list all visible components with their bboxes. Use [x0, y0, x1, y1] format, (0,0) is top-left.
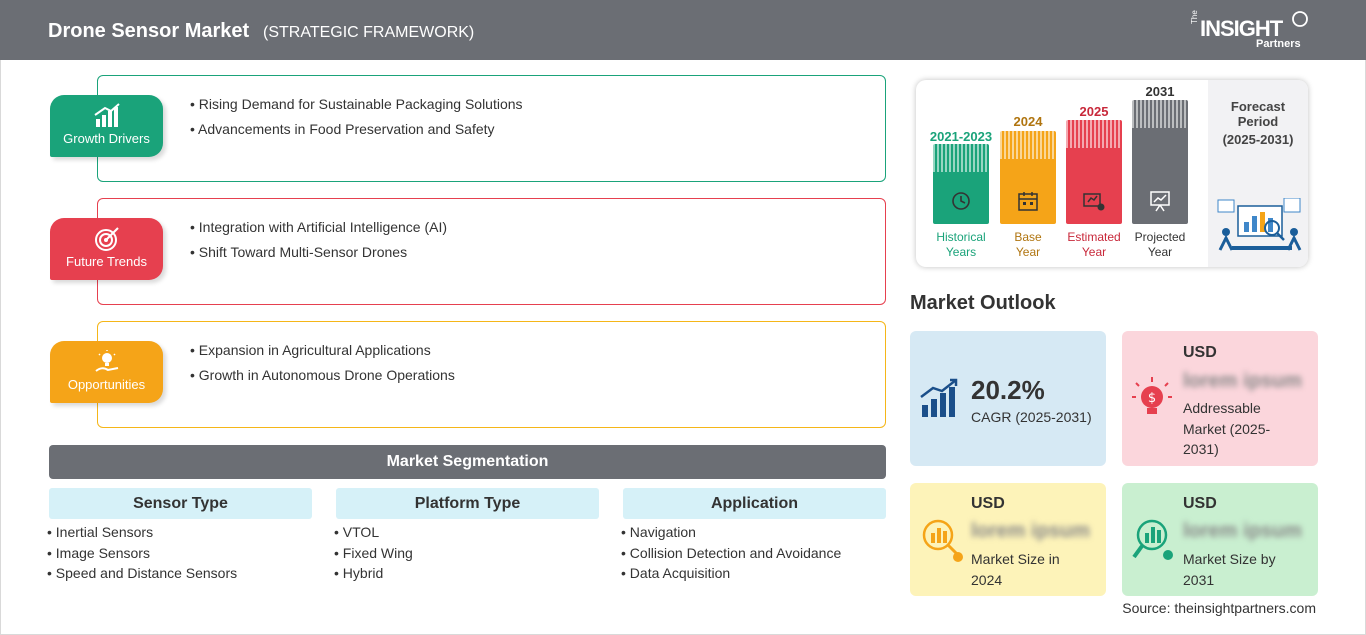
- cagr-label: CAGR (2025-2031): [971, 409, 1092, 425]
- timeline-caption-estimated: Estimated Year: [1054, 230, 1134, 260]
- growth-drivers-badge: Growth Drivers: [50, 95, 163, 157]
- analyst-dashboard-icon: [1217, 198, 1302, 251]
- segment-list-application: Navigation Collision Detection and Avoid…: [621, 524, 841, 586]
- timeline-bar-projected: [1132, 100, 1188, 224]
- timeline-caption-historical: Historical Years: [921, 230, 1001, 260]
- segment-heading-platform-type: Platform Type: [336, 488, 599, 519]
- target-icon: [94, 227, 119, 251]
- caption-line: Year: [1081, 245, 1107, 259]
- size-2031-value: lorem ipsum: [1183, 520, 1302, 542]
- growth-chart-icon: [93, 103, 120, 127]
- segment-item: Navigation: [621, 524, 841, 545]
- future-trends-label: Future Trends: [66, 254, 147, 269]
- projection-board-icon: [1150, 191, 1170, 212]
- timeline-year-historical: 2021-2023: [929, 129, 993, 144]
- segment-item: Speed and Distance Sensors: [47, 565, 237, 586]
- size-2024-currency: USD: [971, 495, 1005, 512]
- addressable-label: Addressable Market (2025-2031): [1183, 400, 1271, 457]
- addressable-value: lorem ipsum: [1183, 370, 1302, 392]
- opportunities-card: Expansion in Agricultural Applications G…: [97, 321, 886, 428]
- timeline-year-estimated: 2025: [1079, 104, 1109, 119]
- timeline-caption-projected: Projected Year: [1120, 230, 1200, 260]
- future-trends-badge: Future Trends: [50, 218, 163, 280]
- source-link[interactable]: Source: theinsightpartners.com: [1122, 600, 1316, 616]
- timeline-caption-base: Base Year: [988, 230, 1068, 260]
- timeline-bar-base: [1000, 131, 1056, 224]
- timeline-panel: Forecast Period (2025-2031) 2021-2023 Hi…: [916, 80, 1308, 267]
- segment-item: Collision Detection and Avoidance: [621, 545, 841, 566]
- forecast-line3: (2025-2031): [1222, 132, 1294, 147]
- caption-line: Estimated: [1067, 230, 1121, 244]
- opportunities-badge: Opportunities: [50, 341, 163, 403]
- growth-driver-item: Rising Demand for Sustainable Packaging …: [190, 96, 523, 112]
- segment-list-sensor-type: Inertial Sensors Image Sensors Speed and…: [47, 524, 237, 586]
- size-2031-currency: USD: [1183, 495, 1217, 512]
- page-subtitle: (STRATEGIC FRAMEWORK): [263, 24, 475, 41]
- segment-item: Inertial Sensors: [47, 524, 237, 545]
- page-title: Drone Sensor Market: [48, 20, 250, 42]
- opportunity-item: Growth in Autonomous Drone Operations: [190, 367, 455, 383]
- timeline-year-projected: 2031: [1145, 84, 1175, 99]
- market-segmentation-bar: Market Segmentation: [49, 445, 886, 479]
- logo-sub: Partners: [1256, 38, 1301, 50]
- caption-line: Projected: [1134, 230, 1186, 244]
- segment-item: Data Acquisition: [621, 565, 841, 586]
- opportunities-label: Opportunities: [67, 377, 146, 392]
- segment-heading-sensor-type: Sensor Type: [49, 488, 312, 519]
- cagr-value: 20.2%: [971, 375, 1045, 405]
- caption-line: Historical: [936, 230, 986, 244]
- forecast-line1: Forecast: [1230, 99, 1286, 114]
- growth-bars-icon: [920, 378, 958, 417]
- size-2024-value: lorem ipsum: [971, 520, 1090, 542]
- growth-drivers-label: Growth Drivers: [63, 131, 150, 146]
- logo-swoosh-icon: [1292, 11, 1308, 27]
- market-size-2024-card: USD lorem ipsum Market Size in 2024: [910, 483, 1106, 596]
- cagr-card: 20.2% CAGR (2025-2031): [910, 331, 1106, 466]
- forecast-line2: Period: [1237, 114, 1279, 129]
- future-trend-item: Integration with Artificial Intelligence…: [190, 219, 447, 235]
- timeline-bar-estimated: [1066, 120, 1122, 224]
- logo-main: INSIGHT: [1200, 16, 1283, 41]
- segment-heading-application: Application: [623, 488, 886, 519]
- lightbulb-hand-icon: [94, 350, 118, 372]
- caption-line: Base: [1014, 230, 1042, 244]
- future-trend-item: Shift Toward Multi-Sensor Drones: [190, 244, 447, 260]
- caption-line: Year: [1147, 245, 1173, 259]
- money-lightbulb-icon: $: [1132, 377, 1172, 414]
- addressable-currency: USD: [1183, 344, 1217, 361]
- growth-driver-item: Advancements in Food Preservation and Sa…: [190, 121, 523, 137]
- segment-item: Image Sensors: [47, 545, 237, 566]
- size-2031-label: Market Size by 2031: [1183, 551, 1276, 588]
- addressable-market-card: $ USD lorem ipsum Addressable Market (20…: [1122, 331, 1318, 466]
- calendar-icon: [1018, 192, 1038, 211]
- estimate-gears-icon: [1083, 193, 1105, 211]
- timeline-year-base: 2024: [1013, 114, 1043, 129]
- opportunity-item: Expansion in Agricultural Applications: [190, 342, 455, 358]
- caption-line: Years: [945, 245, 977, 259]
- growth-magnifier-icon: [1132, 519, 1173, 560]
- segment-item: Fixed Wing: [334, 545, 413, 566]
- future-trends-card: Integration with Artificial Intelligence…: [97, 198, 886, 305]
- segment-item: Hybrid: [334, 565, 413, 586]
- insight-partners-logo[interactable]: The INSIGHT Partners: [1190, 10, 1310, 54]
- history-clock-icon: [952, 192, 970, 210]
- growth-drivers-card: Rising Demand for Sustainable Packaging …: [97, 75, 886, 182]
- segment-list-platform-type: VTOL Fixed Wing Hybrid: [334, 524, 413, 586]
- market-outlook-title: Market Outlook: [910, 292, 1056, 314]
- market-size-2031-card: USD lorem ipsum Market Size by 2031: [1122, 483, 1318, 596]
- coins-chart-icon: [922, 519, 963, 562]
- size-2024-label: Market Size in 2024: [971, 551, 1060, 588]
- svg-text:$: $: [1148, 391, 1156, 406]
- timeline-bar-historical: [933, 144, 989, 224]
- caption-line: Year: [1015, 245, 1041, 259]
- segment-item: VTOL: [334, 524, 413, 545]
- logo-tag: The: [1190, 10, 1199, 24]
- header-bar: Drone Sensor Market (STRATEGIC FRAMEWORK…: [0, 0, 1366, 60]
- forecast-period-panel: Forecast Period (2025-2031): [1208, 80, 1308, 267]
